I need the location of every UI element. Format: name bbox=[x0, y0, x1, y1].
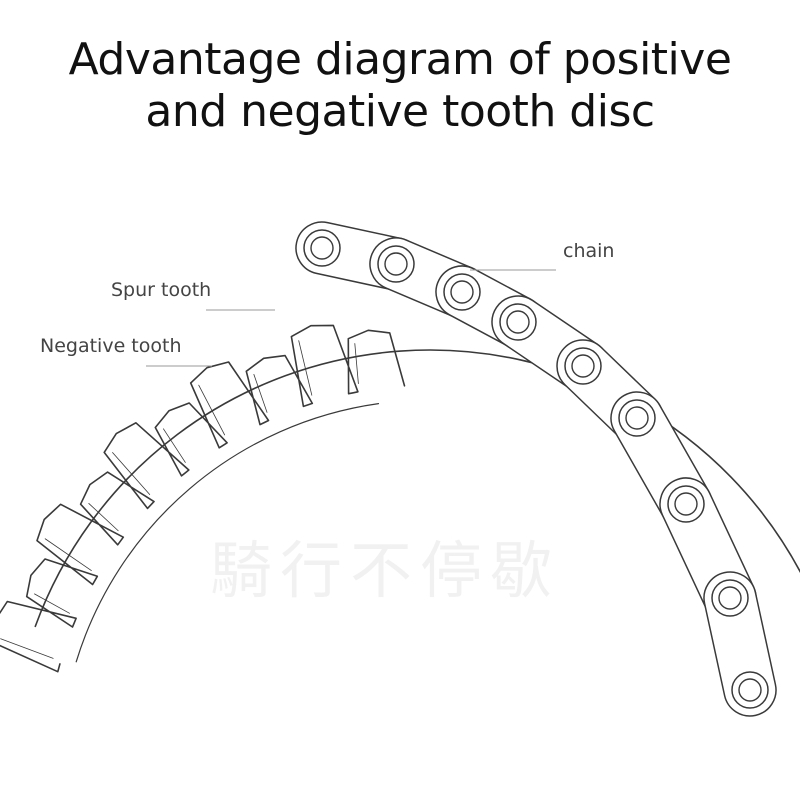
chain-roller-pin bbox=[625, 406, 649, 430]
chain-drawing bbox=[295, 221, 777, 717]
tooth-edge-line bbox=[253, 374, 268, 413]
chain-roller-outer bbox=[564, 347, 602, 385]
chainring-inner-edge bbox=[34, 349, 800, 628]
tooth-edge-line bbox=[112, 452, 151, 495]
chain-roller-pin bbox=[738, 678, 762, 702]
chain-roller-pin bbox=[384, 252, 408, 276]
chain-roller-outer bbox=[499, 303, 537, 341]
chain-roller-outer bbox=[303, 229, 341, 267]
tooth-edge-line bbox=[198, 384, 226, 436]
title-line-2: and negative tooth disc bbox=[145, 86, 655, 137]
chain-roller-pin bbox=[674, 492, 698, 516]
tooth-edge-line bbox=[44, 538, 92, 571]
tooth-edge-line bbox=[34, 593, 70, 614]
chain-roller-outer bbox=[618, 399, 656, 437]
chain-roller-pin bbox=[450, 280, 474, 304]
spur-tooth-label: Spur tooth bbox=[111, 279, 212, 301]
diagram-title: Advantage diagram of positive and negati… bbox=[0, 34, 800, 138]
chain-roller-pin bbox=[718, 586, 742, 610]
chainring-body-edge bbox=[75, 403, 380, 663]
chain-roller-pin bbox=[571, 354, 595, 378]
tooth-edge-line bbox=[163, 428, 186, 463]
chain-label: chain bbox=[563, 240, 615, 262]
chain-roller-outer bbox=[731, 671, 769, 709]
tooth-edge-line bbox=[0, 638, 54, 659]
tooth-edge-line bbox=[354, 343, 359, 384]
leader-lines bbox=[146, 269, 556, 367]
chain-roller-outer bbox=[377, 245, 415, 283]
chain-roller-pin bbox=[506, 310, 530, 334]
watermark: 騎行不停歇 bbox=[210, 534, 561, 607]
tooth-edge-line bbox=[88, 503, 119, 532]
chainring-teeth-outline bbox=[0, 324, 406, 673]
chain-roller-outer bbox=[667, 485, 705, 523]
title-line-1: Advantage diagram of positive bbox=[68, 34, 732, 85]
tooth-edge-line bbox=[298, 340, 313, 396]
chainring bbox=[0, 324, 800, 673]
chain-roller-outer bbox=[443, 273, 481, 311]
chain-roller-pin bbox=[310, 236, 334, 260]
negative-tooth-label: Negative tooth bbox=[40, 335, 182, 357]
chain-roller-outer bbox=[711, 579, 749, 617]
